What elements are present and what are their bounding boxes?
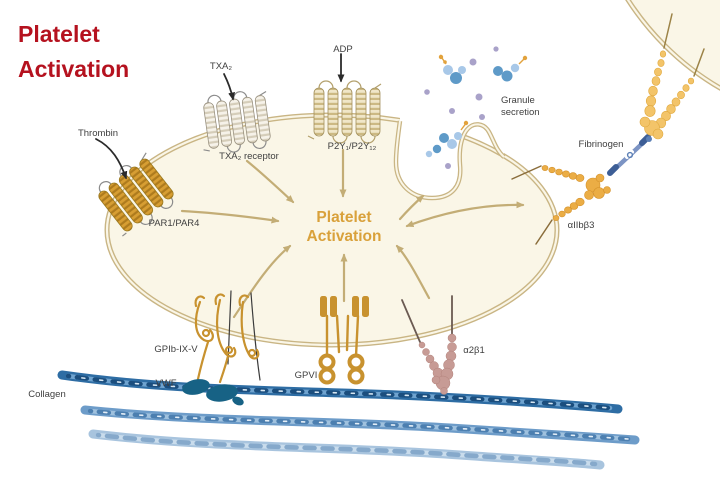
collagen-fiber-light	[88, 429, 605, 470]
aiibb3-integrin	[511, 165, 611, 245]
granule-dots	[424, 46, 499, 169]
par1-par4-receptor	[98, 152, 174, 237]
signal-arrows	[180, 148, 525, 319]
granule-pocket	[393, 104, 506, 201]
title-line2: Activation	[18, 56, 129, 82]
granule-cluster	[425, 144, 442, 158]
label-collagen: Collagen	[28, 389, 66, 400]
arrow-a2b1-to-center	[395, 244, 431, 300]
arrow-par-to-center	[180, 209, 280, 224]
label-a2b1: α2β1	[463, 345, 485, 356]
arrow-thrombin	[95, 138, 128, 180]
collagen-fibers	[57, 370, 640, 470]
label-thrombin: Thrombin	[78, 128, 118, 139]
label-txa2-receptor: TXA₂ receptor	[219, 151, 279, 162]
label-gpib: GPIb-IX-V	[154, 344, 198, 355]
center-text-line1: Platelet	[316, 209, 371, 226]
partner-aiibb3-integrin	[639, 13, 705, 142]
diagram-labels: Thrombin TXA₂ TXA₂ receptor ADP P2Y₁/P2Y…	[28, 44, 623, 400]
arrow-center-aiibb3-bidirectional	[405, 201, 525, 228]
label-granule-line1: Granule	[501, 95, 535, 106]
vwf-molecule	[182, 379, 244, 406]
txa2-receptor	[203, 91, 271, 153]
collagen-fiber-dark	[57, 370, 623, 414]
label-vwf: VWF	[155, 378, 176, 389]
collagen-fiber-mid	[80, 405, 640, 445]
center-text-line2: Activation	[307, 228, 382, 245]
granule-molecules	[424, 46, 528, 169]
diagram-title: Platelet Activation	[18, 21, 129, 82]
arrow-gpib-to-center	[232, 244, 292, 319]
granule-cluster	[493, 55, 528, 82]
label-p2y: P2Y₁/P2Y₁₂	[328, 141, 377, 152]
p2y-receptor	[307, 80, 382, 144]
granule-cluster	[439, 120, 469, 149]
label-txa2: TXA₂	[210, 61, 232, 72]
gpvi-receptor	[318, 296, 369, 385]
title-line1: Platelet	[18, 21, 100, 47]
granule-cluster	[438, 54, 466, 84]
label-aiibb3: αIIbβ3	[568, 220, 595, 231]
arrow-txa2	[223, 73, 236, 101]
label-adp: ADP	[333, 44, 353, 55]
label-gpvi: GPVI	[295, 370, 318, 381]
center-activation-text: Platelet Activation	[307, 209, 382, 245]
label-par: PAR1/PAR4	[149, 218, 200, 229]
gpib-ix-v-receptor	[194, 290, 261, 387]
label-granule-line2: secretion	[501, 107, 540, 118]
a2b1-integrin	[401, 295, 457, 395]
ligand-arrows	[95, 53, 345, 180]
arrow-txa2r-to-center	[245, 159, 295, 204]
label-fibrinogen: Fibrinogen	[579, 139, 624, 150]
